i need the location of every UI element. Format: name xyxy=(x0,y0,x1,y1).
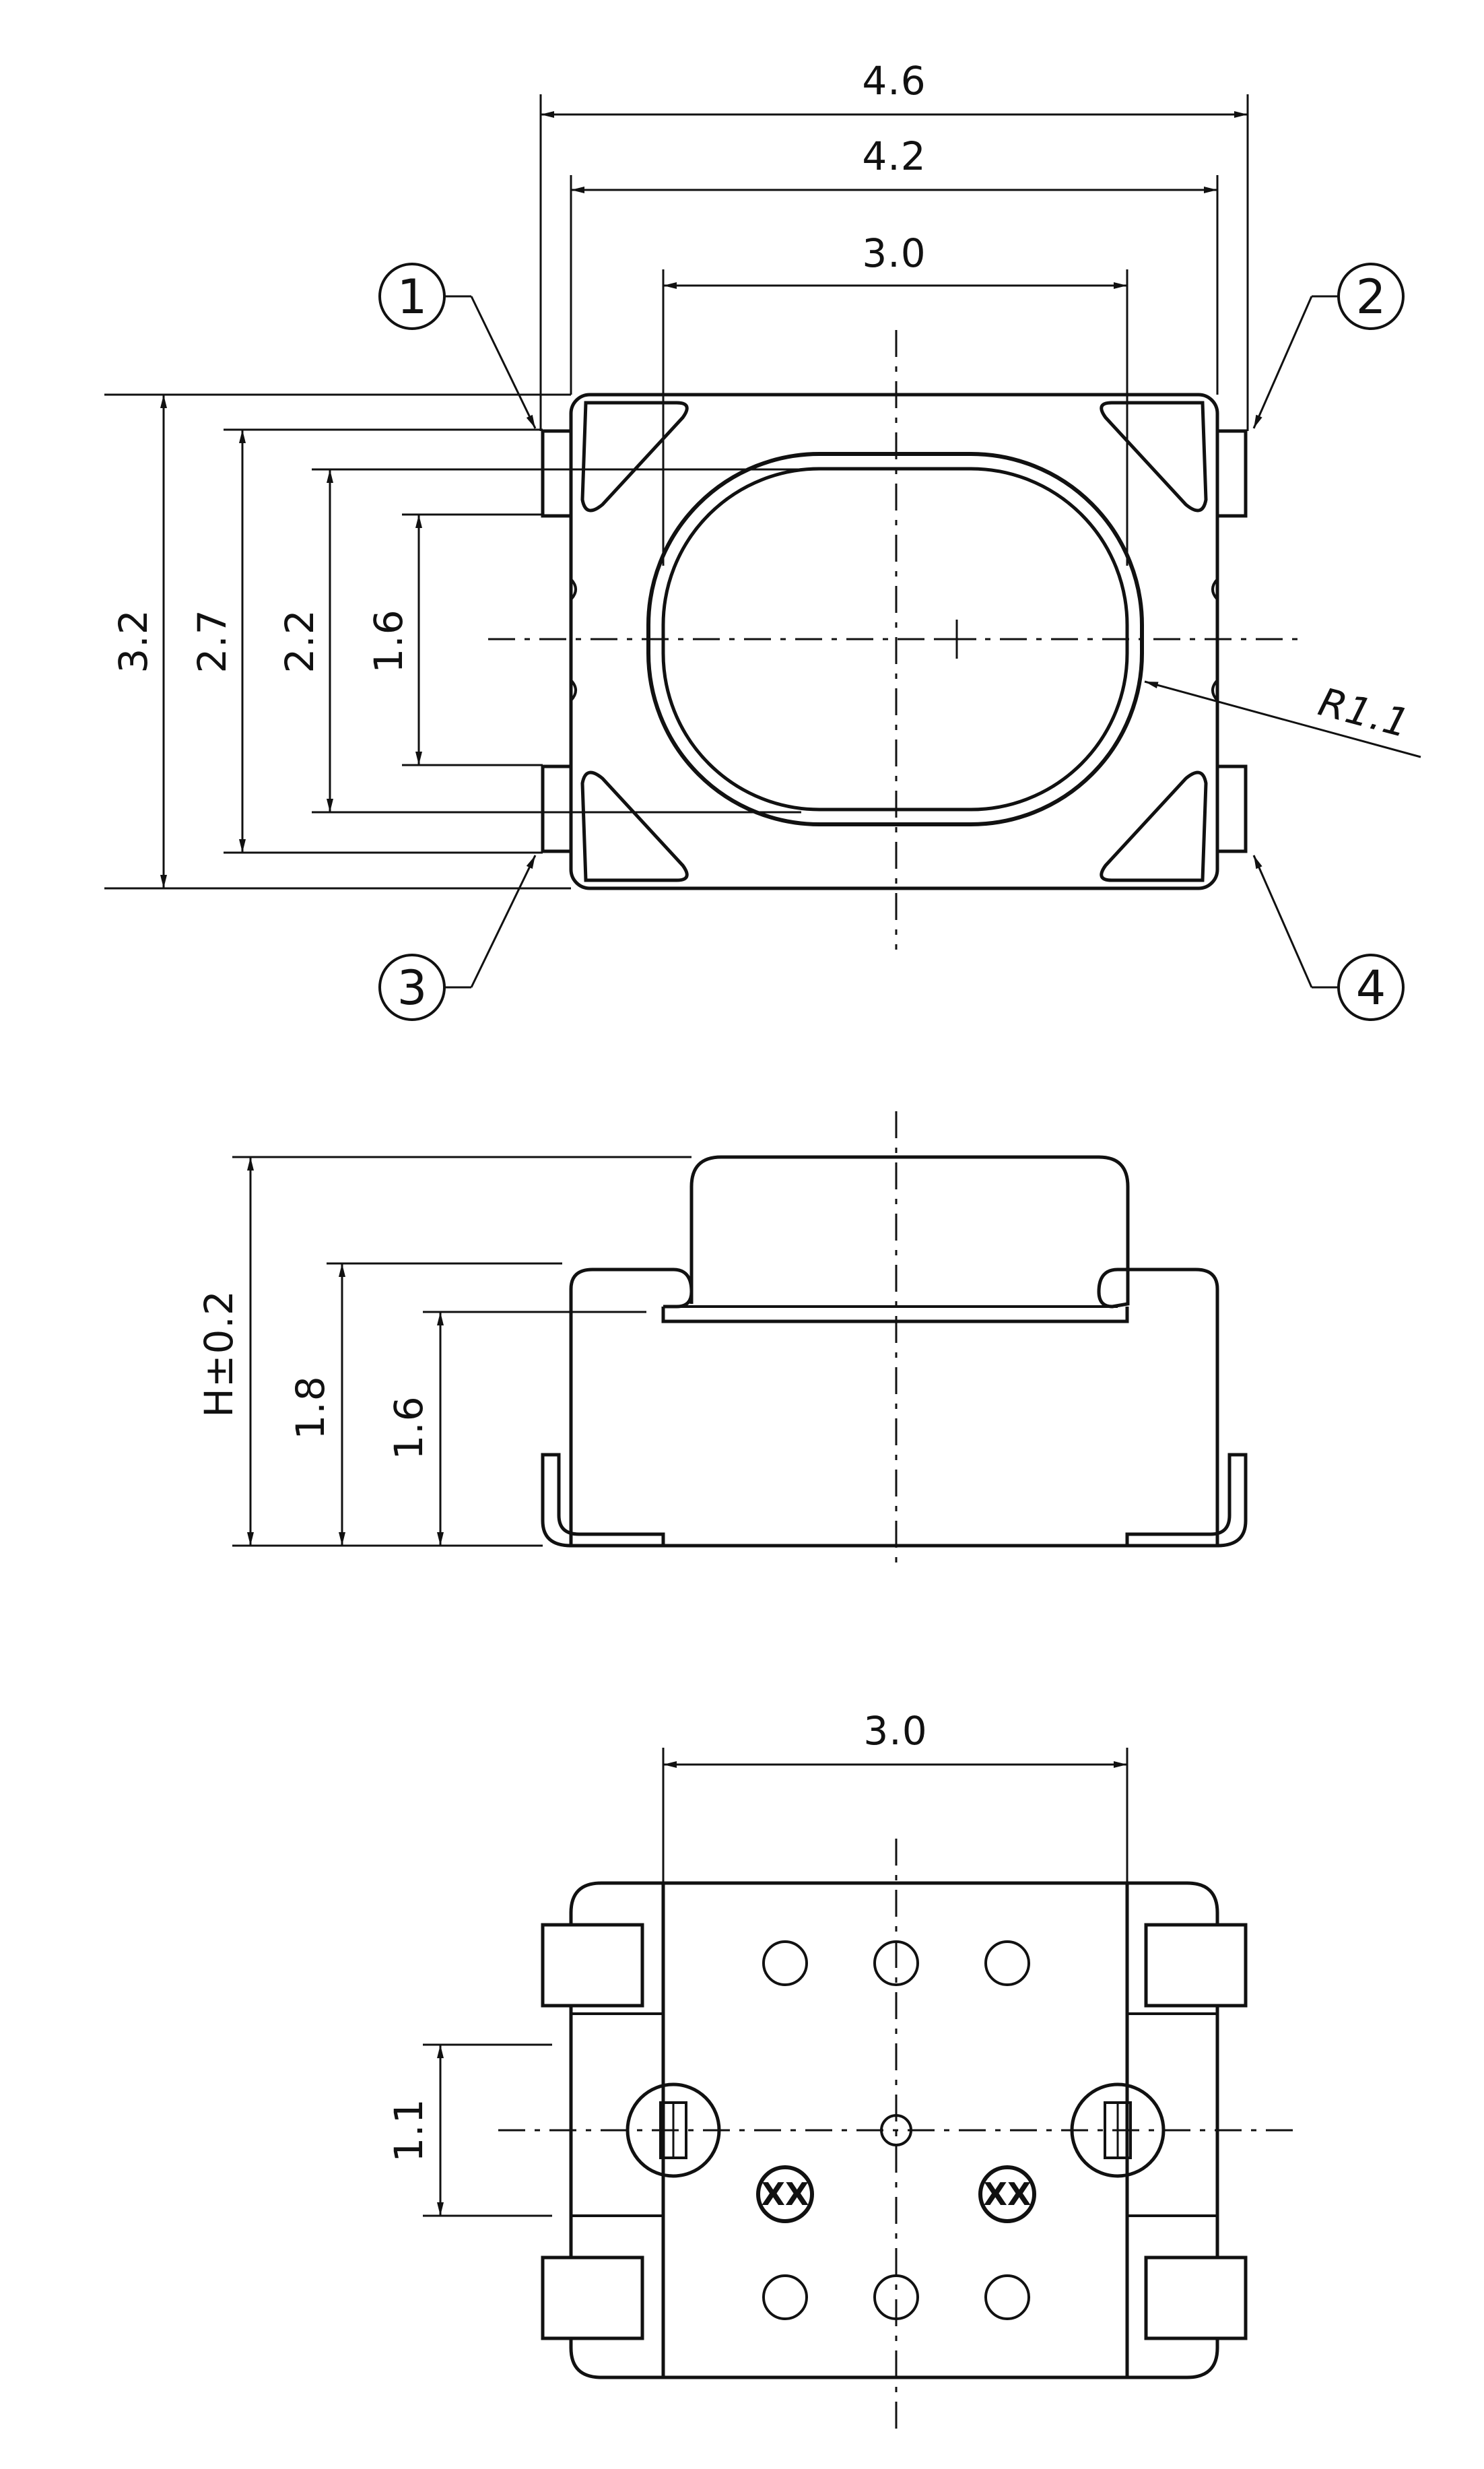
bottom-hole xyxy=(984,1940,1030,1986)
pin-3-lead xyxy=(541,764,573,853)
actuator-outer xyxy=(646,452,1144,826)
side-view-labels: H±0.2 1.8 1.6 xyxy=(196,1290,432,1459)
bottom-view-labels: 3.0 1.1 XX XX xyxy=(386,1708,1031,2212)
corner-tab-tr xyxy=(1100,401,1208,513)
top-body-outline xyxy=(569,393,1219,890)
dim-label-width-outer: 4.6 xyxy=(862,58,926,104)
top-view-labels: 4.6 4.2 3.0 3.2 2.7 2.2 1.6 R1.1 1 2 3 4 xyxy=(110,58,1415,1016)
corner-tab-bl xyxy=(580,770,689,882)
bottom-mark-right: XX xyxy=(984,2176,1032,2212)
side-lead-left xyxy=(541,1453,665,1548)
dim-label-width-body: 4.2 xyxy=(862,133,926,179)
corner-tab-tl xyxy=(580,401,689,513)
pin-4-label: 4 xyxy=(1356,960,1386,1016)
bottom-hole xyxy=(873,1940,919,1986)
bottom-hole xyxy=(873,2274,919,2320)
bottom-mark-left: XX xyxy=(762,2176,809,2212)
dim-label-height-16-side: 1.6 xyxy=(386,1395,432,1459)
pin-3-label: 3 xyxy=(397,960,428,1016)
dim-label-width-actuator: 3.0 xyxy=(862,230,926,276)
pin-1-label: 1 xyxy=(397,269,428,325)
bottom-body-outline xyxy=(569,1881,1219,2379)
bottom-pad-br xyxy=(1144,2256,1248,2340)
bottom-post-left xyxy=(626,2082,721,2178)
bottom-post-right xyxy=(1070,2082,1166,2178)
bottom-pad-tl xyxy=(541,1923,644,2008)
dim-label-radius: R1.1 xyxy=(1314,679,1414,747)
side-lead-right xyxy=(1125,1453,1248,1548)
bottom-mark-circle-left xyxy=(756,2165,814,2223)
dim-label-height-27: 2.7 xyxy=(189,609,235,673)
pin-4-lead xyxy=(1215,764,1248,853)
side-actuator-base xyxy=(661,1307,1129,1323)
dim-label-height-16: 1.6 xyxy=(366,609,411,673)
top-view xyxy=(104,94,1421,1021)
corner-tab-br xyxy=(1100,770,1208,882)
bottom-pad-bl xyxy=(541,2256,644,2340)
bottom-view xyxy=(423,1748,1294,2431)
dim-label-height-22: 2.2 xyxy=(277,609,323,673)
dim-label-height-total: H±0.2 xyxy=(196,1290,242,1417)
radius-leader xyxy=(1144,680,1421,758)
dim-label-bottom-width: 3.0 xyxy=(863,1708,927,1754)
side-view xyxy=(232,1111,1248,1569)
bottom-mark-circle-right xyxy=(978,2165,1036,2223)
actuator-inner xyxy=(661,467,1129,812)
bottom-hole xyxy=(762,1940,808,1986)
dim-label-height-32: 3.2 xyxy=(110,609,156,673)
pin-2-lead xyxy=(1215,429,1248,518)
pin-2-label: 2 xyxy=(1356,269,1386,325)
dim-label-height-18: 1.8 xyxy=(288,1375,333,1439)
bottom-pad-tr xyxy=(1144,1923,1248,2008)
pin-1-lead xyxy=(541,429,573,518)
dim-label-bottom-height: 1.1 xyxy=(386,2098,432,2162)
bottom-hole xyxy=(762,2274,808,2320)
bottom-hole xyxy=(984,2274,1030,2320)
bottom-center-hole xyxy=(880,2114,912,2146)
side-body-outline xyxy=(569,1155,1219,1548)
